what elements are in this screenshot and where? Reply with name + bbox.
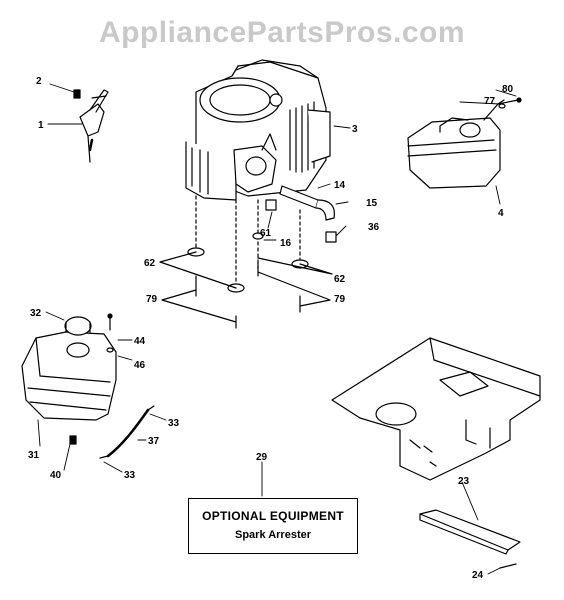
spark-arrester-label: Spark Arrester	[234, 529, 312, 541]
label-part-23: 23	[458, 476, 470, 487]
label-part-80: 80	[502, 84, 514, 95]
optional-equipment-title: OPTIONAL EQUIPMENT	[202, 509, 344, 523]
label-part-24: 24	[472, 570, 484, 581]
fuel-tank-part	[21, 313, 117, 421]
watermark-text: AppliancePartsPros.com	[98, 16, 466, 49]
label-part-62-right: 62	[334, 274, 346, 285]
fuel-line-part	[69, 405, 155, 459]
label-part-29: 29	[256, 452, 268, 463]
label-part-77: 77	[484, 96, 496, 107]
label-part-2: 2	[36, 76, 42, 87]
label-part-61: 61	[260, 228, 272, 239]
label-part-4: 4	[498, 208, 504, 219]
label-part-37: 37	[148, 436, 160, 447]
label-part-31: 31	[28, 450, 40, 461]
label-part-62-left: 62	[144, 258, 156, 269]
label-part-79-left: 79	[146, 294, 158, 305]
label-part-33-bottom: 33	[124, 470, 136, 481]
leader-lines	[37, 83, 517, 575]
label-part-15: 15	[366, 198, 378, 209]
optional-equipment-box: OPTIONAL EQUIPMENT Spark Arrester	[188, 498, 358, 554]
label-part-3: 3	[352, 124, 358, 135]
engine-part	[185, 59, 331, 201]
muffler-part	[407, 97, 522, 189]
spark-arrester-part	[419, 509, 521, 569]
label-part-32: 32	[30, 308, 42, 319]
part-number-labels: 2 1 3 14 15 36 61 16 80 77 4 62 62 79 79…	[28, 76, 514, 581]
label-part-46: 46	[134, 360, 146, 371]
throttle-control-part	[73, 89, 109, 163]
label-part-14: 14	[334, 180, 346, 191]
label-part-44: 44	[134, 336, 146, 347]
engine-mounting-plate	[331, 337, 541, 481]
label-part-16: 16	[280, 238, 292, 249]
label-part-1: 1	[38, 120, 44, 131]
label-part-79-right: 79	[334, 294, 346, 305]
label-part-40: 40	[50, 470, 62, 481]
label-part-33-top: 33	[168, 418, 180, 429]
nut-part	[265, 199, 277, 211]
label-part-36: 36	[368, 222, 380, 233]
exhaust-pipe-part	[279, 185, 337, 243]
mounting-bolts	[195, 195, 301, 287]
